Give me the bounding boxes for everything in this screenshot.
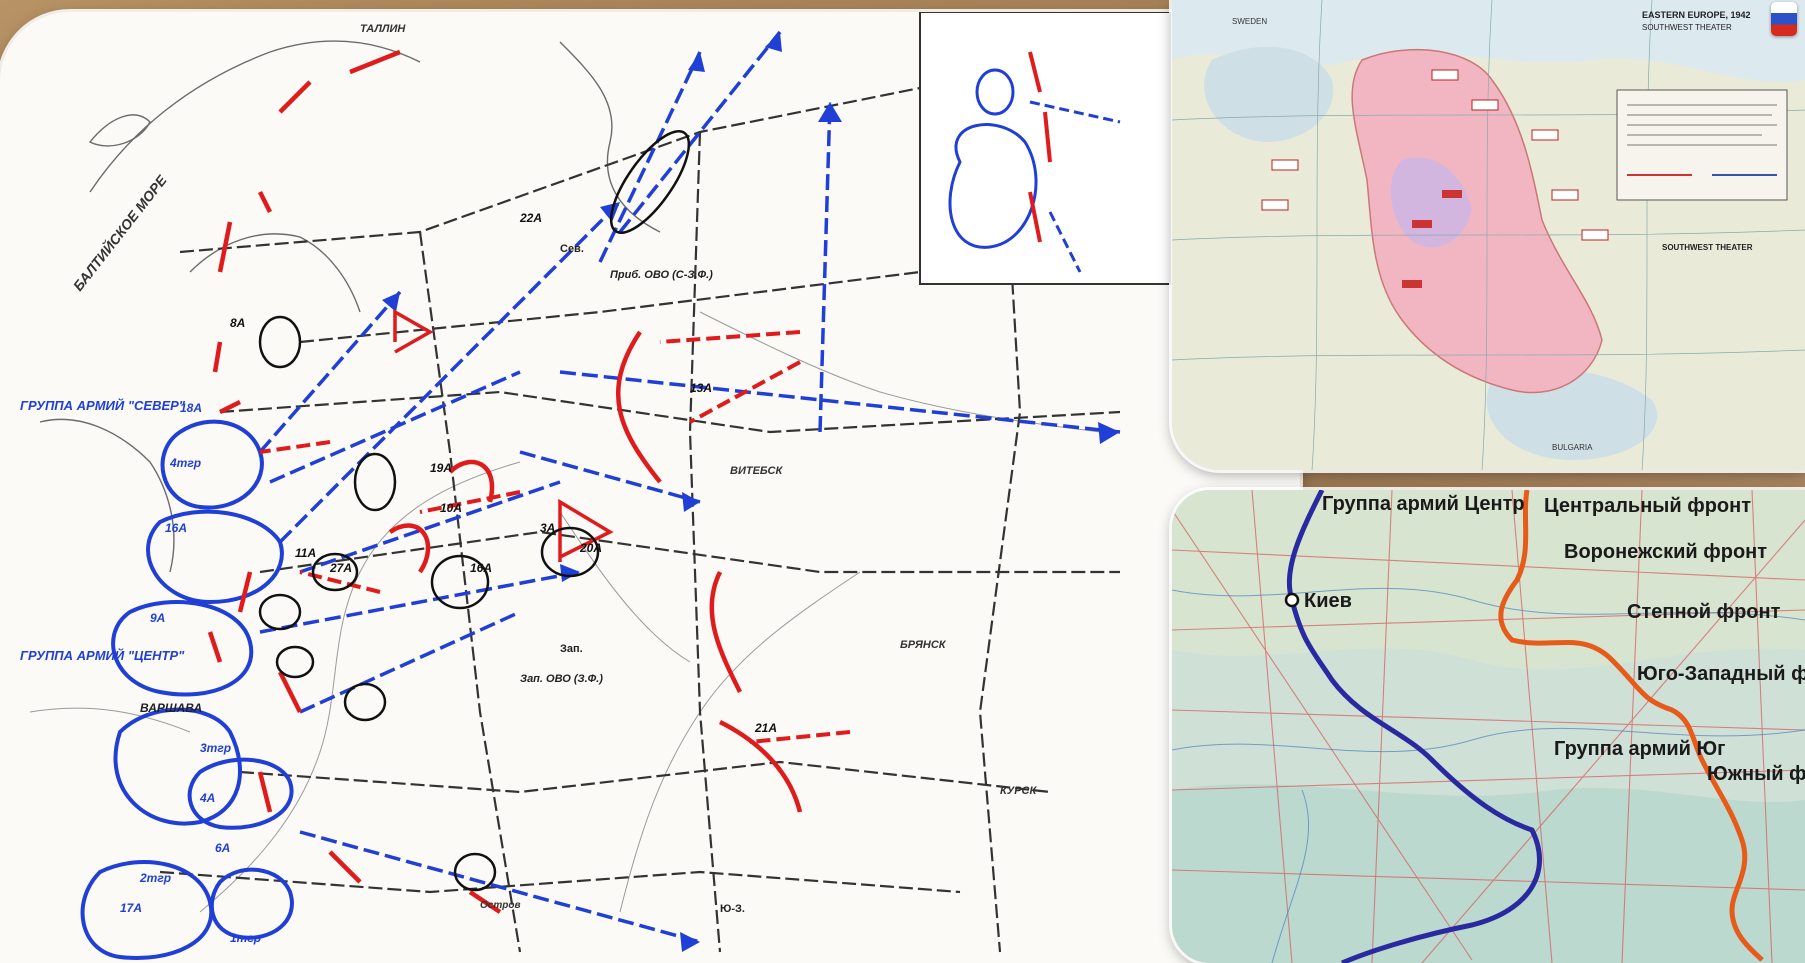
russian-flag-icon: [1771, 2, 1797, 36]
label-central-front: Центральный фронт: [1544, 495, 1751, 517]
army-label: 10А: [440, 501, 462, 515]
occupied-zone: [1351, 48, 1603, 394]
tallinn-label: ТАЛЛИН: [360, 23, 406, 35]
army-label: 2тгр: [139, 871, 171, 885]
soviet-front-line: [1498, 490, 1764, 962]
legend-box: [919, 12, 1171, 285]
legend-red-marks: [1028, 51, 1052, 243]
main-map-panel: БАЛТИЙСКОЕ МОРЕ ТАЛЛИН ГРУППА АРМИЙ "СЕВ…: [0, 12, 1300, 963]
front-label: Зап.: [560, 643, 583, 655]
army-label: 18А: [180, 401, 202, 415]
german-positions: [80, 419, 294, 960]
terrain-south: [1172, 784, 1805, 963]
army-label: 4А: [199, 791, 215, 805]
group-north-label: ГРУППА АРМИЙ "СЕВЕР": [20, 397, 186, 413]
sweden-label: SWEDEN: [1232, 17, 1267, 26]
zapovo-label: Зап. ОВО (З.Ф.): [520, 673, 603, 685]
army-label: 6А: [215, 841, 230, 855]
sw-theater-label: SOUTHWEST THEATER: [1662, 243, 1753, 252]
german-arrow-heads: [382, 32, 1120, 952]
army-label: 20А: [579, 541, 602, 555]
warsaw-label: ВАРШАВА: [140, 701, 202, 715]
front-label: Сев.: [560, 243, 584, 255]
army-label: 22А: [519, 211, 542, 225]
legend-symbol-1: [975, 68, 1015, 116]
label-voronezh-front: Воронежский фронт: [1564, 541, 1767, 563]
baltic-sea: [1204, 46, 1334, 142]
label-kiev: Киев: [1304, 590, 1352, 612]
soviet-army-ellipses: [258, 130, 691, 892]
label-south-front: Южный фронт: [1707, 763, 1805, 785]
legend-blue-arrows: [1029, 100, 1121, 273]
inset-bottom-svg: Группа армий Центр Центральный фронт Вор…: [1172, 490, 1805, 963]
army-label: 3тгр: [200, 741, 231, 755]
ostrov-label: Остров: [480, 900, 521, 911]
inset-title: EASTERN EUROPE, 1942: [1642, 10, 1751, 20]
label-army-group-center: Группа армий Центр: [1322, 493, 1525, 515]
inset-legend-lines: [1627, 104, 1777, 176]
sea-label: БАЛТИЙСКОЕ МОРЕ: [69, 171, 170, 294]
coastline: [39, 40, 661, 573]
pribovo-label: Приб. ОВО (С-З.Ф.): [610, 269, 713, 281]
army-label: 11А: [295, 546, 316, 560]
bulgaria-label: BULGARIA: [1552, 443, 1593, 452]
inset-fronts-map: Группа армий Центр Центральный фронт Вор…: [1172, 490, 1805, 963]
kiev-marker-icon: [1284, 592, 1300, 608]
label-steppe-front: Степной фронт: [1627, 601, 1781, 623]
group-center-label: ГРУППА АРМИЙ "ЦЕНТР": [20, 647, 185, 663]
railway-lines: [159, 70, 1121, 953]
soviet-lines: [207, 49, 803, 914]
bryansk-label: БРЯНСК: [900, 639, 947, 651]
pocket-area: [1390, 157, 1472, 248]
army-label: 19А: [430, 461, 452, 475]
kursk-label: КУРСК: [1000, 785, 1037, 797]
army-label: 1тгр: [230, 931, 261, 945]
army-label: 16А: [470, 561, 492, 575]
front-label: Ю-З.: [720, 903, 745, 915]
army-label: 4тгр: [169, 456, 201, 470]
army-label: 17А: [120, 901, 142, 915]
army-labels: 18А 4тгр 16А 9А 3тгр 4А 2тгр 6А 1тгр 17А 8А 27А 11А 3…: [120, 211, 777, 945]
army-label: 9А: [150, 611, 165, 625]
army-label: 21А: [754, 721, 777, 735]
german-attack-arrows: [258, 30, 1121, 944]
army-label: 8А: [230, 316, 245, 330]
army-label: 3А: [540, 521, 555, 535]
inset-eastern-europe-map: EASTERN EUROPE, 1942 SOUTHWEST THEATER S…: [1172, 0, 1805, 470]
vitebsk-label: ВИТЕБСК: [730, 465, 783, 477]
army-label: 27А: [329, 561, 352, 575]
inset-subtitle: SOUTHWEST THEATER: [1642, 23, 1732, 32]
unit-markers: [1261, 69, 1609, 288]
main-map-svg: БАЛТИЙСКОЕ МОРЕ ТАЛЛИН ГРУППА АРМИЙ "СЕВ…: [20, 12, 1171, 960]
soviet-flags: [393, 308, 614, 562]
army-label: 13А: [690, 381, 712, 395]
inset-top-svg: EASTERN EUROPE, 1942 SOUTHWEST THEATER S…: [1172, 0, 1805, 470]
label-southwest-front: Юго-Западный фронт: [1637, 663, 1805, 685]
army-label: 16А: [165, 521, 187, 535]
label-army-group-south: Группа армий Юг: [1554, 738, 1725, 760]
